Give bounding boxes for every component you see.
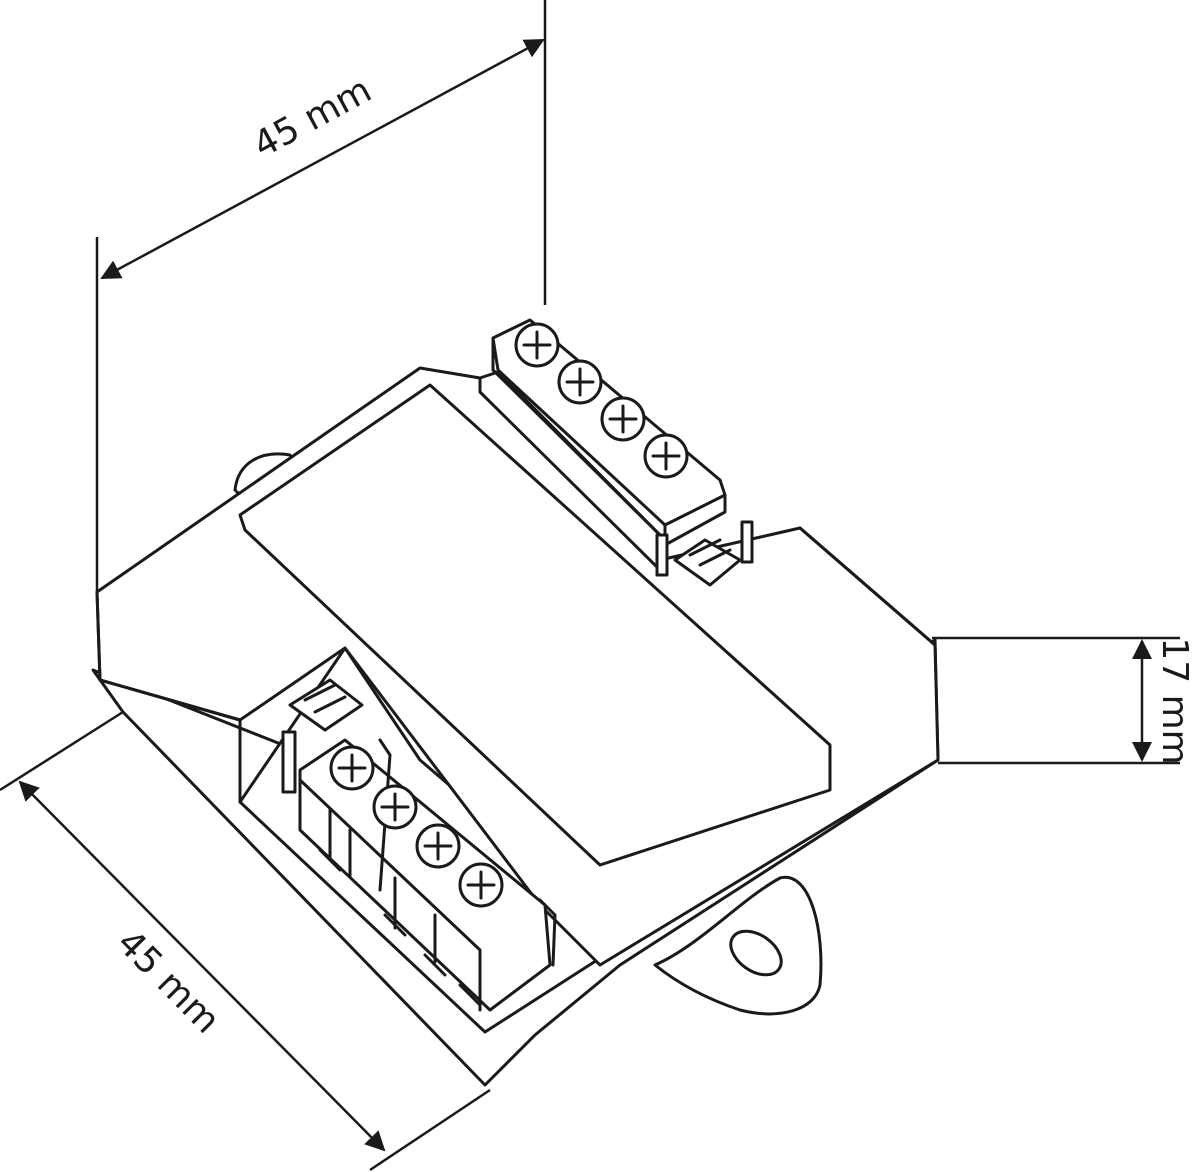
depth-label: 45 mm xyxy=(109,922,228,1041)
label-plate xyxy=(238,383,832,867)
dimension-height: 17 mm xyxy=(932,636,1195,765)
screw-head xyxy=(600,396,646,442)
lower-jumper xyxy=(281,678,364,794)
dimension-arrow-width xyxy=(100,38,545,280)
extension-line-bottom xyxy=(369,1088,491,1172)
height-label: 17 mm xyxy=(1154,637,1195,764)
extension-line-top xyxy=(0,710,124,792)
width-label: 45 mm xyxy=(247,69,379,166)
screw-head xyxy=(415,823,461,869)
screws-group xyxy=(329,322,689,908)
screw-head xyxy=(514,322,560,368)
dimension-arrow-depth xyxy=(18,780,386,1152)
upper-jumper xyxy=(655,520,754,587)
mounting-tab xyxy=(653,875,823,1016)
housing-right-edge xyxy=(798,526,937,647)
screw-head xyxy=(643,433,689,479)
mounting-hole xyxy=(729,929,783,977)
housing-front-edge xyxy=(95,590,242,804)
lower-terminal-block xyxy=(298,738,557,1012)
screw-head xyxy=(458,862,504,908)
screw-head xyxy=(372,784,418,830)
screw-head xyxy=(557,359,603,405)
screw-head xyxy=(329,745,375,791)
